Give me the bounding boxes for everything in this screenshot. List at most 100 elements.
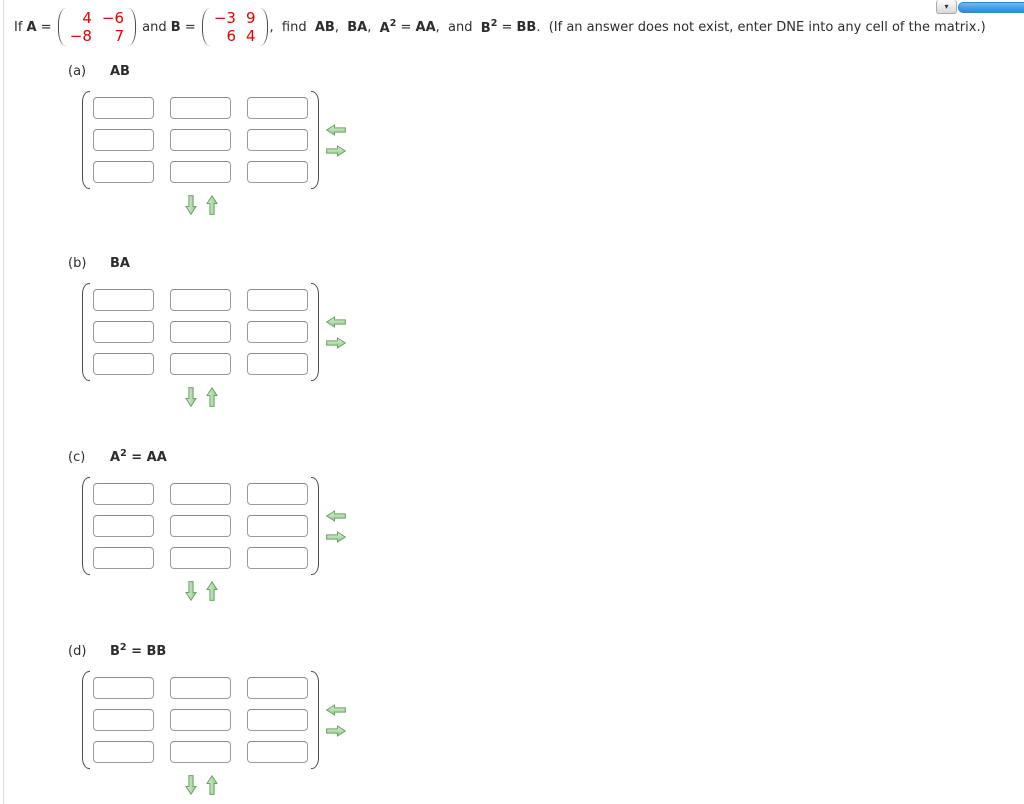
- matrix-cell-input[interactable]: [93, 353, 154, 375]
- matrix-cell-input[interactable]: [170, 547, 231, 569]
- matrix-cell-input[interactable]: [93, 289, 154, 311]
- matrix-cell-input[interactable]: [170, 161, 231, 183]
- matrix-value: 4: [245, 27, 256, 45]
- left-arrow-button[interactable]: [326, 704, 346, 716]
- matrix-cell-input[interactable]: [247, 97, 308, 119]
- left-arrow-icon: [326, 124, 346, 135]
- matrix-cell-input[interactable]: [170, 97, 231, 119]
- right-arrow-button[interactable]: [326, 725, 346, 737]
- statement-text: BA: [110, 256, 130, 271]
- collapsed-toolbar: ▾: [936, 0, 1024, 14]
- down-arrow-icon: [185, 775, 197, 795]
- matrix-cell-input[interactable]: [247, 483, 308, 505]
- content-frame-edge: [3, 0, 4, 804]
- matrix-value: −8: [69, 27, 92, 45]
- matrix-cell-input[interactable]: [170, 129, 231, 151]
- matrix-cell-input[interactable]: [247, 741, 308, 763]
- question-part: (d) B2 = BB: [0, 642, 1024, 795]
- matrix-right-bracket: [311, 477, 319, 575]
- right-paren-icon: [260, 8, 268, 46]
- matrix-cell-input[interactable]: [247, 515, 308, 537]
- matrix-cell-input[interactable]: [93, 129, 154, 151]
- matrix-left-bracket: [82, 477, 90, 575]
- matrix-cell-input[interactable]: [247, 289, 308, 311]
- superscript: 2: [490, 18, 498, 29]
- matrix-cell-input[interactable]: [170, 353, 231, 375]
- right-arrow-icon: [326, 145, 346, 156]
- matrix-answer-grid: [90, 91, 311, 189]
- matrix-cell-input[interactable]: [93, 97, 154, 119]
- up-arrow-button[interactable]: [206, 195, 218, 215]
- statement-text: B2: [480, 18, 498, 36]
- right-arrow-button[interactable]: [326, 337, 346, 349]
- right-arrow-button[interactable]: [326, 145, 346, 157]
- matrix-cell-input[interactable]: [170, 483, 231, 505]
- matrix-cell-input[interactable]: [247, 709, 308, 731]
- matrix-cell-input[interactable]: [170, 741, 231, 763]
- part-label: (a): [68, 64, 87, 79]
- matrix-right-bracket: [311, 91, 319, 189]
- column-resize-controls: [326, 477, 346, 575]
- down-arrow-icon: [185, 195, 197, 215]
- left-arrow-button[interactable]: [326, 124, 346, 136]
- down-arrow-button[interactable]: [185, 387, 197, 407]
- up-arrow-button[interactable]: [206, 775, 218, 795]
- toolbar-collapse-button[interactable]: ▾: [936, 0, 957, 14]
- up-arrow-button[interactable]: [206, 581, 218, 601]
- right-arrow-icon: [326, 725, 346, 736]
- right-arrow-button[interactable]: [326, 531, 346, 543]
- matrix-cell-input[interactable]: [170, 677, 231, 699]
- left-arrow-icon: [326, 316, 346, 327]
- matrix-cell-input[interactable]: [170, 321, 231, 343]
- statement-text: AB: [314, 19, 335, 35]
- up-arrow-button[interactable]: [206, 387, 218, 407]
- part-title: A2 = AA: [110, 448, 167, 465]
- row-resize-controls: [82, 775, 321, 795]
- matrix-cell-input[interactable]: [170, 515, 231, 537]
- matrix-cell-input[interactable]: [170, 709, 231, 731]
- up-arrow-icon: [206, 581, 218, 601]
- matrix-cell-input[interactable]: [247, 161, 308, 183]
- down-arrow-button[interactable]: [185, 581, 197, 601]
- matrix-cell-input[interactable]: [93, 709, 154, 731]
- matrix-value: 6: [226, 27, 236, 45]
- matrix-cell-input[interactable]: [247, 677, 308, 699]
- statement-text: A2: [379, 18, 397, 36]
- statement-text: ,: [367, 19, 380, 35]
- matrix-cell-input[interactable]: [93, 677, 154, 699]
- question-part: (c) A2 = AA: [0, 448, 1024, 601]
- superscript: 2: [119, 642, 127, 653]
- row-resize-controls: [82, 195, 321, 215]
- matrix-cell-input[interactable]: [93, 547, 154, 569]
- matrix-cell-input[interactable]: [247, 321, 308, 343]
- statement-text: BB: [516, 19, 537, 35]
- matrix-cell-input[interactable]: [93, 515, 154, 537]
- answer-sections: (a) AB: [0, 64, 1024, 795]
- column-resize-controls: [326, 671, 346, 769]
- statement-text: B2: [110, 642, 127, 659]
- matrix-cell-input[interactable]: [247, 353, 308, 375]
- matrix-value: −3: [213, 9, 236, 27]
- matrix-cell-input[interactable]: [93, 483, 154, 505]
- matrix-cell-input[interactable]: [93, 741, 154, 763]
- column-resize-controls: [326, 91, 346, 189]
- toolbar-blue-bar[interactable]: [958, 2, 1024, 13]
- matrix-cell-input[interactable]: [170, 289, 231, 311]
- statement-text: . (If an answer does not exist, enter DN…: [536, 19, 986, 35]
- matrix-row: [82, 671, 346, 769]
- down-arrow-button[interactable]: [185, 195, 197, 215]
- matrix-cell-input[interactable]: [247, 129, 308, 151]
- left-arrow-button[interactable]: [326, 316, 346, 328]
- matrix-cell-input[interactable]: [93, 161, 154, 183]
- matrix-answer-block: [82, 283, 1024, 407]
- part-label: (b): [68, 256, 87, 271]
- matrix-left-bracket: [82, 283, 90, 381]
- matrix-cell-input[interactable]: [247, 547, 308, 569]
- statement-text: A2: [110, 448, 127, 465]
- statement-text: and: [138, 19, 171, 35]
- statement-text: , and: [435, 19, 481, 35]
- matrix-cell-input[interactable]: [93, 321, 154, 343]
- left-arrow-button[interactable]: [326, 510, 346, 522]
- down-arrow-button[interactable]: [185, 775, 197, 795]
